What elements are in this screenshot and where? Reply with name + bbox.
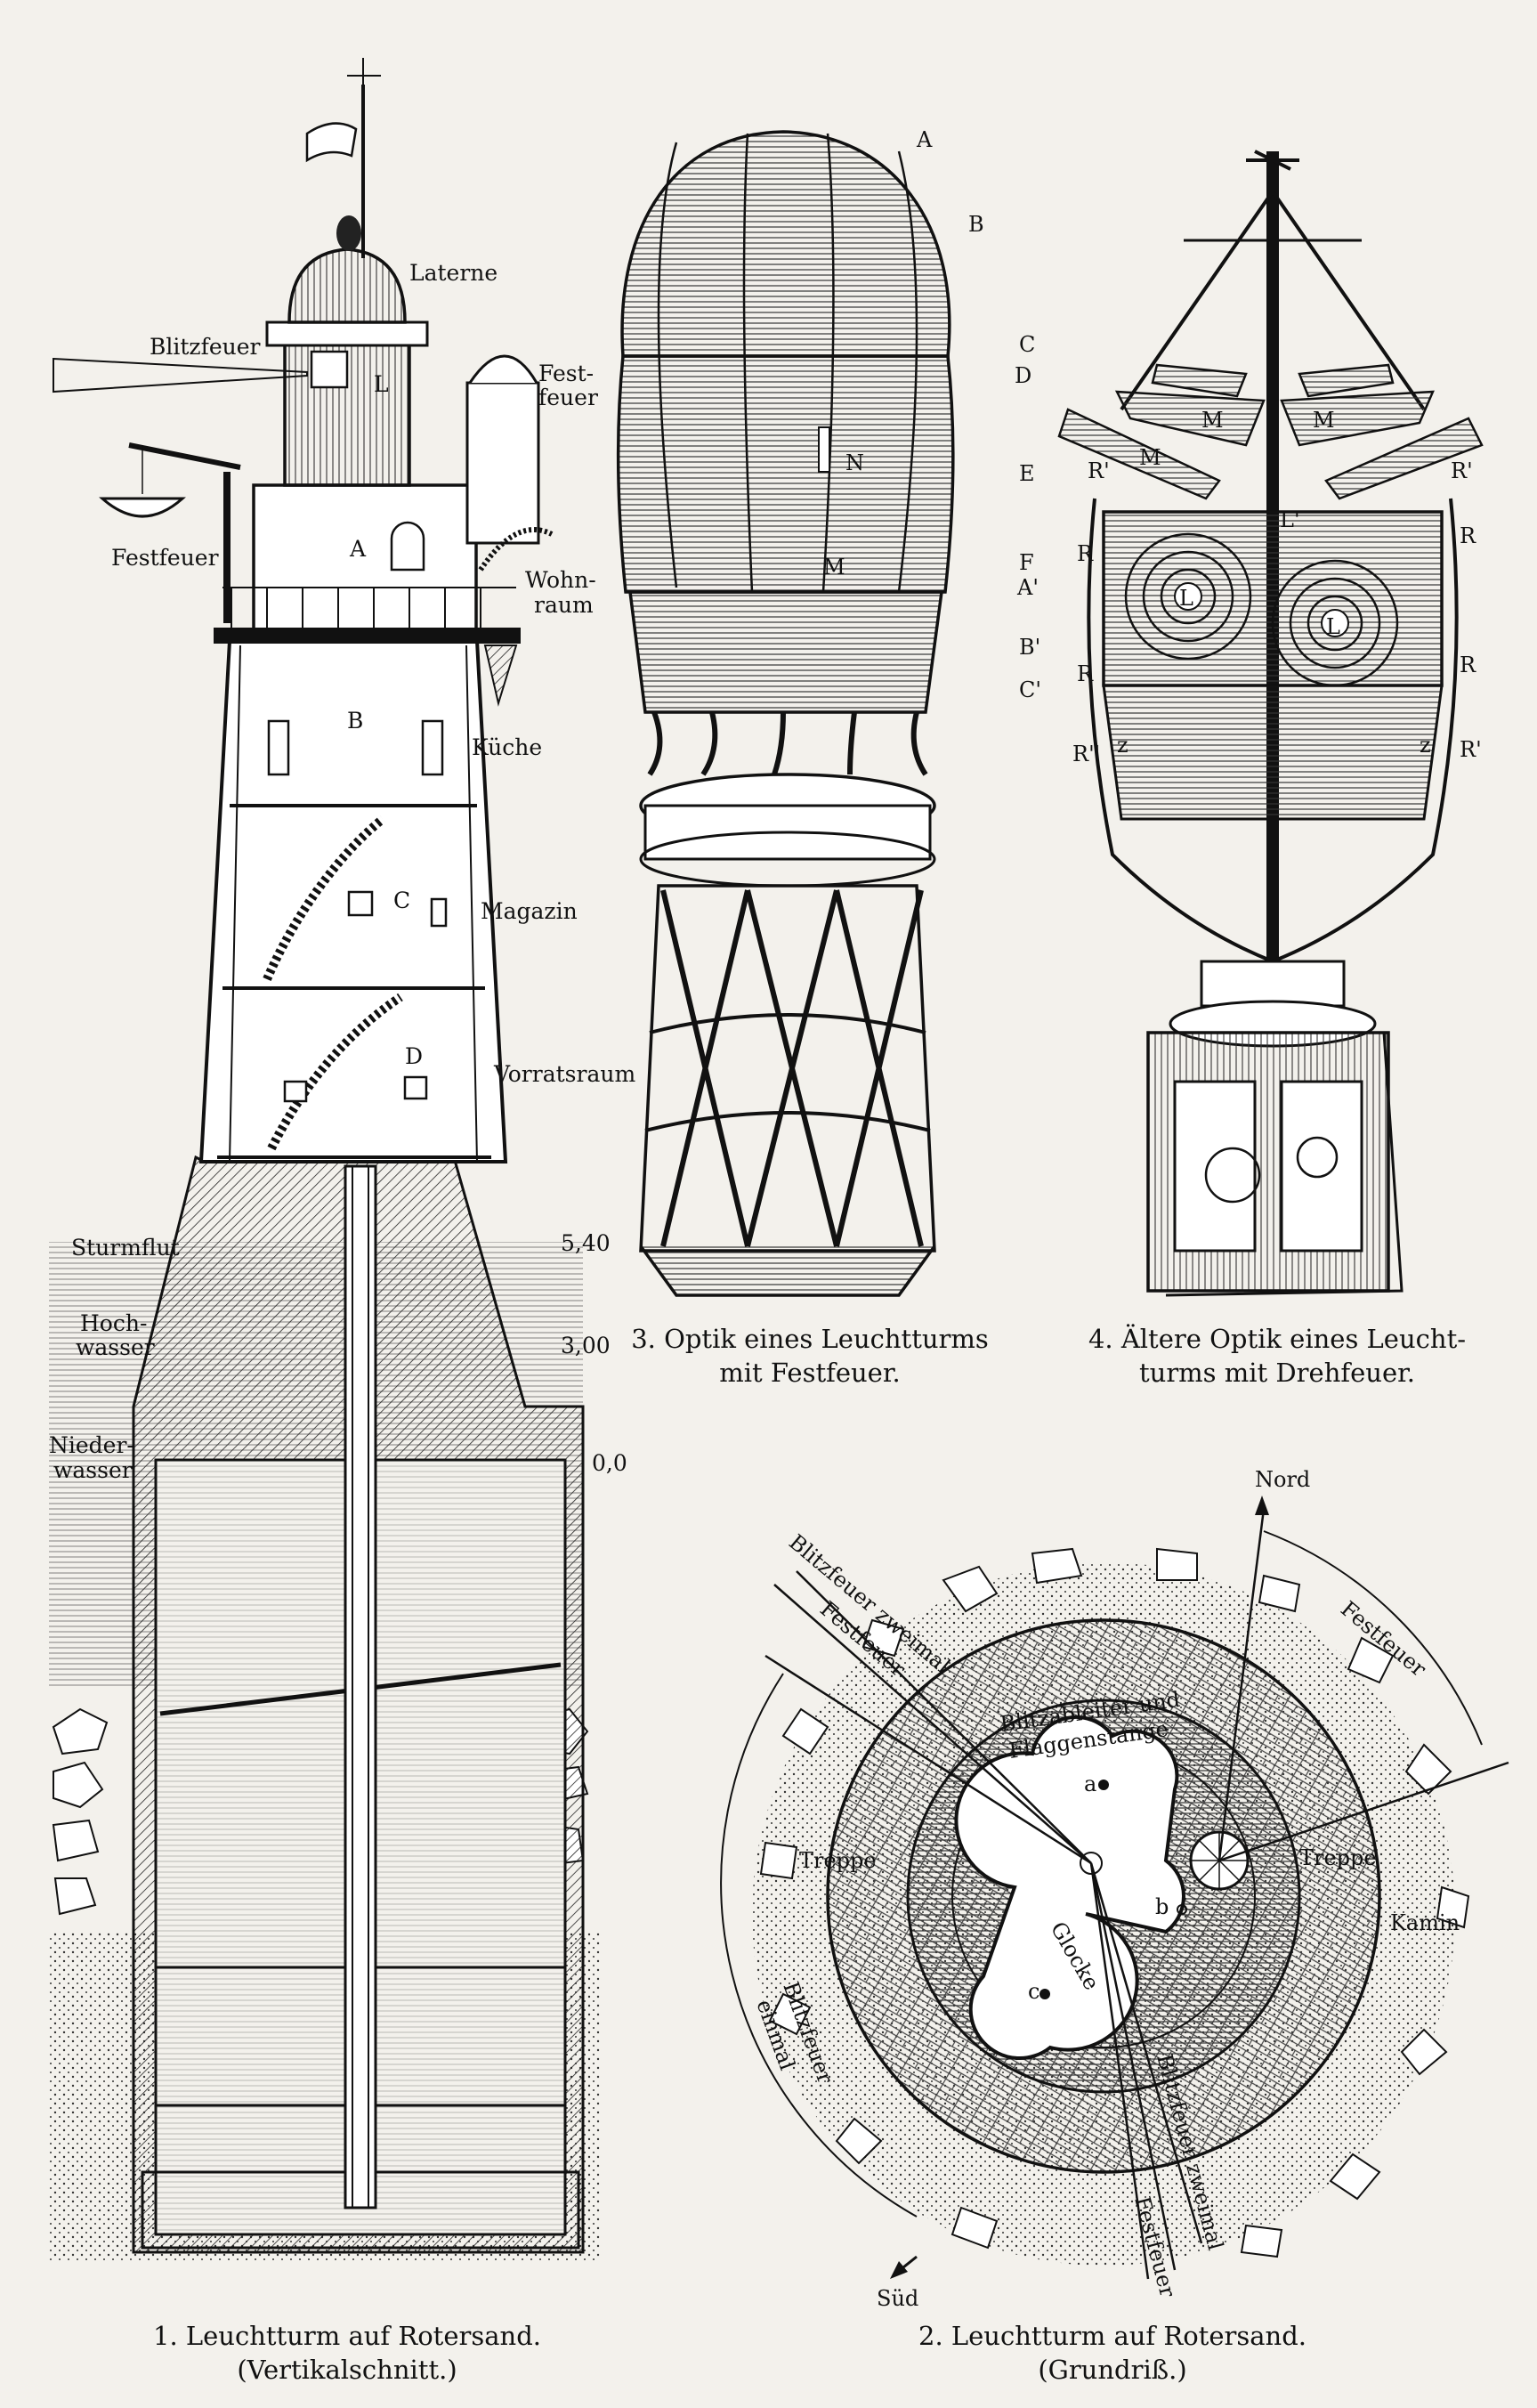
fig4-caption-line2: turms mit Drehfeuer.	[1138, 1358, 1416, 1388]
fig3-fixed-optic: A B C D E F A' B' C' M N	[616, 127, 1041, 1297]
fig3-label-c1: C'	[1019, 677, 1041, 702]
label-level-hochwasser: 3,00	[561, 1333, 611, 1358]
fig4-label-z1: z	[1117, 733, 1128, 758]
fig4-lens-drum	[1102, 510, 1444, 687]
fig2-trefoil-plan	[954, 1715, 1185, 2061]
label-blitzfeuer: Blitzfeuer	[150, 334, 261, 360]
fig3-label-f: F	[1019, 550, 1034, 575]
fig4-caption-line1: 4. Ältere Optik eines Leucht-	[1088, 1324, 1467, 1354]
label-room-c: C	[393, 888, 410, 913]
fig1-caption-line2: (Vertikalschnitt.)	[237, 2355, 457, 2385]
fig3-label-m: M	[823, 555, 845, 580]
fig2-label-b: b	[1155, 1894, 1169, 1919]
label-niederwasser-1: Nieder-	[49, 1432, 134, 1458]
fig1-labels: Laterne Blitzfeuer Fest- feuer Festfeuer…	[49, 260, 635, 1483]
fig1-central-shaft	[344, 1164, 377, 2209]
fig2-caption-line2: (Grundriß.)	[1038, 2355, 1187, 2385]
fig2-label-a: a	[1084, 1772, 1096, 1796]
fig4-label-l1: L	[1179, 586, 1193, 611]
label-niederwasser-2: wasser	[53, 1457, 133, 1483]
label-wohnraum-1: Wohn-	[525, 567, 596, 593]
fig4-label-r2: R'	[1451, 458, 1473, 483]
fig3-label-n: N	[845, 450, 864, 475]
label-room-b: B	[347, 708, 363, 734]
fig4-label-r5: R	[1077, 661, 1094, 686]
fig2-label-treppe-right: Treppe	[1299, 1845, 1377, 1870]
label-level-sturmflut: 5,40	[561, 1230, 611, 1256]
fig2-label-sued: Süd	[877, 2286, 918, 2311]
fig3-label-d: D	[1015, 363, 1031, 388]
label-vorratsraum: Vorratsraum	[493, 1061, 635, 1087]
fig4-label-l2: L	[1326, 614, 1340, 639]
fig4-label-m2: M	[1313, 408, 1335, 433]
fig1-caption-line1: 1. Leuchtturm auf Rotersand.	[153, 2321, 541, 2351]
label-festfeuer-left: Festfeuer	[111, 545, 219, 571]
fig3-caption-line2: mit Festfeuer.	[719, 1358, 901, 1388]
fig4-label-r4: R	[1460, 523, 1476, 548]
label-lantern-l: L	[374, 371, 389, 397]
fig4-label-m3: M	[1139, 445, 1161, 470]
label-room-d: D	[405, 1043, 423, 1069]
fig4-label-r7: R''	[1072, 742, 1100, 766]
label-room-a: A	[349, 536, 367, 562]
label-sturmflut: Sturmflut	[71, 1235, 180, 1261]
fig4-label-r8: R'	[1460, 737, 1482, 762]
label-festfeuer-top-1: Fest-	[538, 361, 594, 386]
label-magazin: Magazin	[481, 898, 578, 924]
fig1-vertical-section: Laterne Blitzfeuer Fest- feuer Festfeuer…	[49, 58, 635, 2261]
fig3-caption-line1: 3. Optik eines Leuchtturms	[631, 1324, 989, 1354]
fig4-label-m1: M	[1201, 408, 1224, 433]
label-hochwasser-1: Hoch-	[80, 1310, 147, 1336]
fig1-caption: 1. Leuchtturm auf Rotersand. (Vertikalsc…	[116, 2319, 578, 2387]
fig2-ground-plan: Nord Süd Festfeuer Blitzfeuer zweimal Fe…	[720, 1467, 1509, 2311]
fig2-label-nord: Nord	[1255, 1467, 1310, 1492]
label-kueche: Küche	[472, 734, 542, 760]
fig3-label-e: E	[1019, 461, 1035, 486]
label-level-niederwasser: 0,0	[592, 1450, 627, 1476]
fig2-label-kamin: Kamin	[1390, 1910, 1460, 1935]
fig4-label-l3: L'	[1280, 507, 1300, 532]
fig3-label-b1: B'	[1019, 635, 1040, 660]
label-laterne: Laterne	[409, 260, 498, 286]
label-wohnraum-2: raum	[534, 592, 594, 618]
fig3-label-b: B	[968, 212, 984, 237]
fig3-label-a: A	[916, 127, 933, 152]
fig4-label-r3: R	[1077, 541, 1094, 566]
fig3-label-c: C	[1019, 332, 1035, 357]
fig2-caption-line1: 2. Leuchtturm auf Rotersand.	[918, 2321, 1306, 2351]
fig2-label-treppe-left: Treppe	[799, 1848, 877, 1873]
fig3-label-a1: A'	[1016, 575, 1039, 600]
label-hochwasser-2: wasser	[76, 1334, 155, 1360]
label-festfeuer-top-2: feuer	[538, 385, 598, 410]
fig2-label-c: c	[1028, 1979, 1039, 2004]
fig4-caption: 4. Ältere Optik eines Leucht- turms mit …	[1068, 1322, 1486, 1390]
fig2-caption: 2. Leuchtturm auf Rotersand. (Grundriß.)	[881, 2319, 1344, 2387]
fig4-label-r1: R'	[1088, 458, 1110, 483]
fig4-rotating-optic: M M M L L L' R' R' R R R R R'' R' z z	[1057, 150, 1484, 1297]
fig4-label-r6: R	[1460, 653, 1476, 677]
fig3-caption: 3. Optik eines Leuchtturms mit Festfeuer…	[623, 1322, 997, 1390]
fig4-label-z2: z	[1420, 733, 1431, 758]
